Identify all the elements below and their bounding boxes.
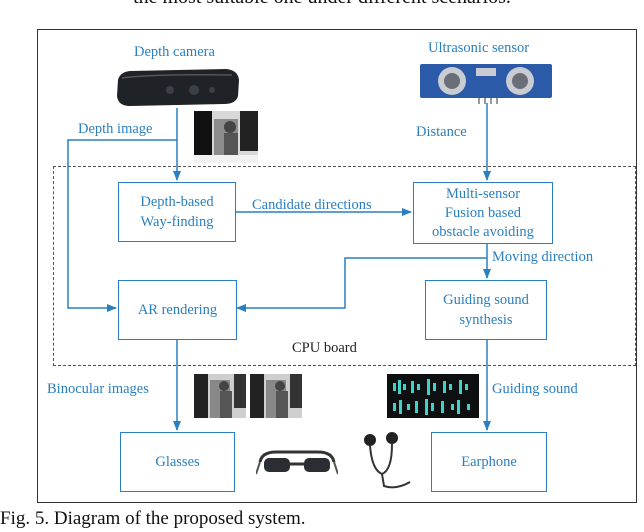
sound-synthesis-line-2: synthesis (459, 312, 513, 328)
depth-camera-icon (112, 66, 242, 108)
fusion-line-1: Multi-sensor (445, 185, 521, 202)
depth-image-thumbnail (194, 111, 258, 163)
sound-waveform-icon (387, 374, 479, 418)
arrow-fusion-to-ar (236, 257, 487, 312)
ultrasonic-sensor-label: Ultrasonic sensor (428, 40, 530, 56)
cpu-board-label: CPU board (292, 340, 357, 356)
binocular-images-thumbnail (194, 374, 302, 418)
guiding-sound-label: Guiding sound (492, 381, 578, 397)
sound-synthesis-line-1: Guiding sound (443, 292, 529, 308)
figure-caption: Fig. 5. Diagram of the proposed system. (0, 508, 306, 529)
moving-direction-label: Moving direction (492, 249, 594, 265)
depth-image-label: Depth image (78, 121, 153, 137)
sound-synthesis-node: Guiding sound synthesis (425, 280, 547, 340)
depth-camera-label: Depth camera (134, 44, 215, 60)
arrow-depthimage-to-ar (67, 139, 177, 312)
wayfinding-line-1: Depth-based (140, 194, 214, 210)
top-text-fragment: the most suitable one under different sc… (0, 0, 644, 9)
fusion-node: Multi-sensor Fusion based obstacle avoid… (413, 182, 553, 244)
distance-label: Distance (416, 124, 467, 140)
binocular-images-label: Binocular images (47, 381, 149, 397)
earphone-icon (356, 430, 416, 492)
wayfinding-line-2: Way-finding (140, 214, 214, 230)
smart-glasses-icon (255, 440, 339, 480)
ar-rendering-node: AR rendering (118, 280, 237, 340)
glasses-node: Glasses (120, 432, 235, 492)
candidate-directions-label: Candidate directions (252, 197, 372, 213)
diagram-frame (37, 29, 637, 503)
fusion-line-3: obstacle avoiding (432, 223, 534, 240)
fusion-line-2: Fusion based (444, 204, 522, 221)
wayfinding-node: Depth-based Way-finding (118, 182, 236, 242)
ultrasonic-sensor-icon (418, 62, 554, 104)
cpu-board-region (53, 166, 636, 366)
earphone-node: Earphone (431, 432, 547, 492)
